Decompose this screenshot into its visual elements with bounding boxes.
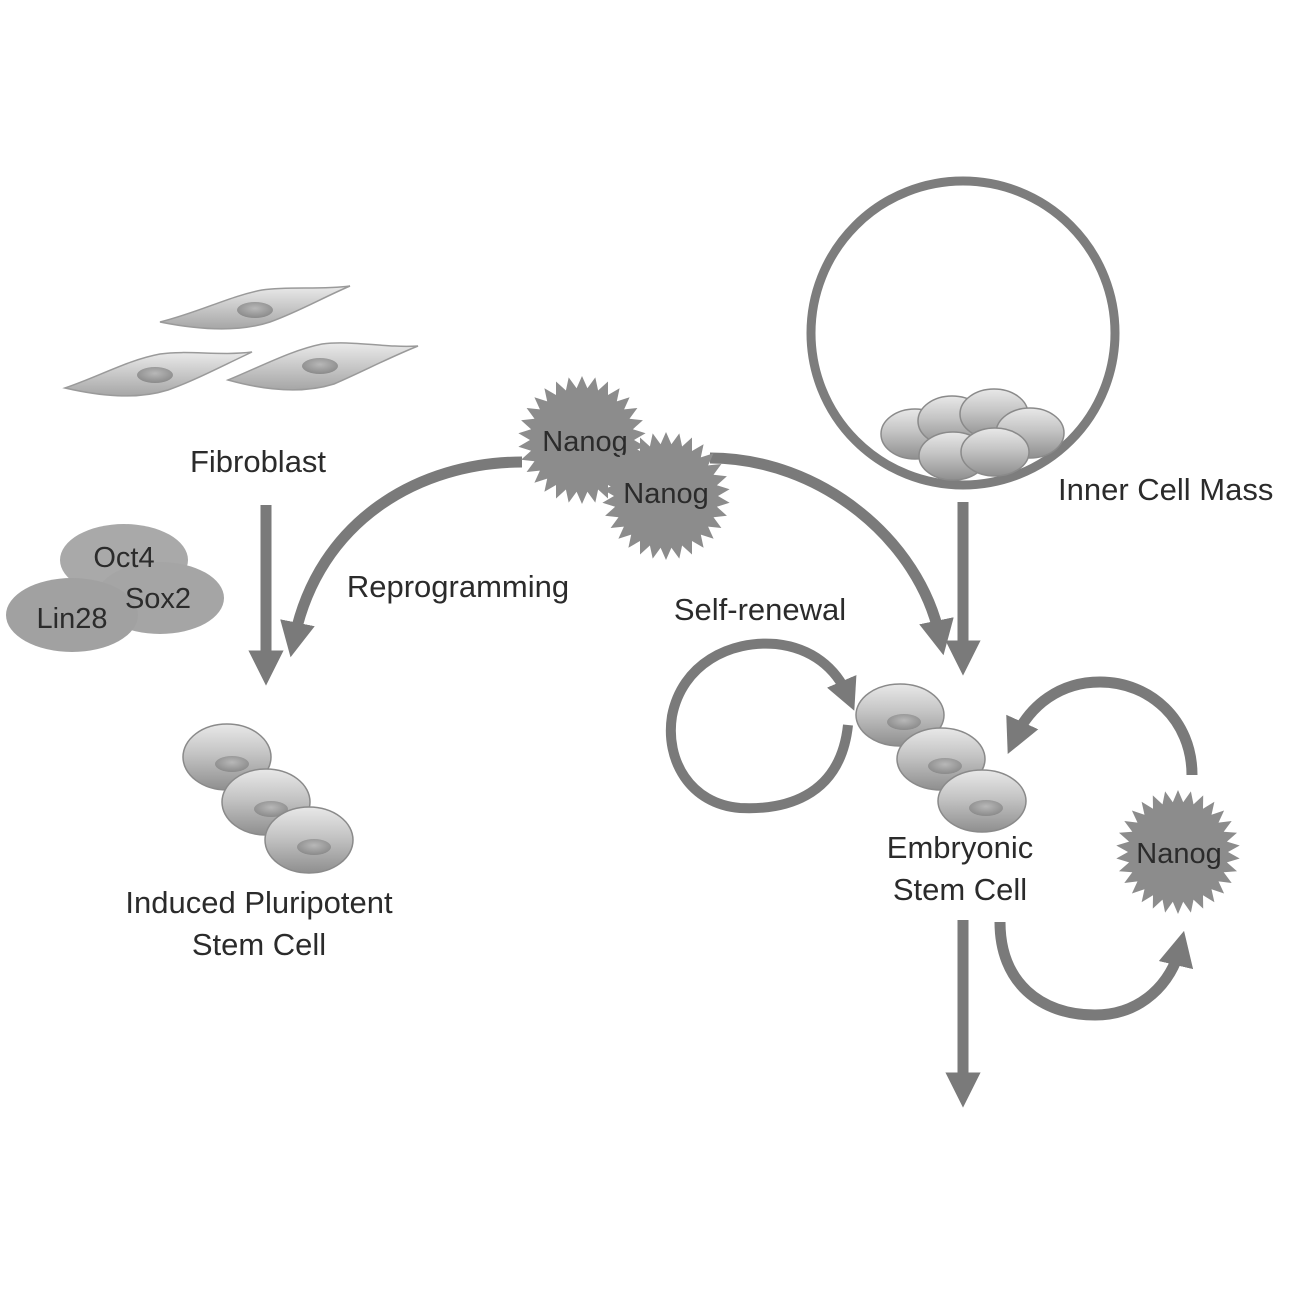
nanog-label-right: Nanog xyxy=(1136,838,1221,870)
lin28-bubble xyxy=(6,578,138,652)
fibroblast-cell xyxy=(159,285,351,330)
nanog-label-top-b: Nanog xyxy=(623,478,708,510)
reprogramming-arrow xyxy=(280,456,523,658)
lin28-label: Lin28 xyxy=(37,603,108,635)
inner-cell-mass-label: Inner Cell Mass xyxy=(1058,472,1273,507)
fibroblast-cell xyxy=(225,342,419,391)
nanog-burst-top-a: Nanog xyxy=(518,376,646,504)
nanog-burst-top-b: Nanog xyxy=(602,432,730,560)
nanog-feedback-arrow-bottom xyxy=(994,921,1194,1021)
fibroblast-label: Fibroblast xyxy=(190,444,326,479)
icm-cell xyxy=(960,427,1030,477)
nanog-feedback-arrow-top xyxy=(1006,676,1198,776)
self-renewal-arrow xyxy=(665,638,857,814)
esc-cell xyxy=(937,769,1027,833)
nanog-label-top-a: Nanog xyxy=(542,426,627,458)
nanog-burst-right: Nanog xyxy=(1116,790,1240,914)
nanog-to-esc-arrow xyxy=(709,452,954,656)
reprogramming-label: Reprogramming xyxy=(347,569,569,604)
fibroblast-cells xyxy=(62,285,419,397)
ipsc-cell xyxy=(264,806,354,874)
reprogramming-factors: Oct4 Sox2 Lin28 xyxy=(6,524,224,652)
esc-label-line1: Embryonic xyxy=(887,830,1033,865)
ipsc-label-line1: Induced Pluripotent xyxy=(125,885,393,920)
inner-cell-mass-cells xyxy=(880,388,1065,481)
oct4-label: Oct4 xyxy=(93,542,154,574)
esc-cells xyxy=(855,683,1027,833)
ipsc-cells xyxy=(182,723,354,874)
sox2-label: Sox2 xyxy=(125,583,191,615)
esc-label-line2: Stem Cell xyxy=(893,872,1027,907)
blastocyst-ring xyxy=(806,176,1120,490)
ipsc-label-line2: Stem Cell xyxy=(192,927,326,962)
fibroblast-cell xyxy=(62,351,253,397)
self-renewal-label: Self-renewal xyxy=(674,592,846,627)
